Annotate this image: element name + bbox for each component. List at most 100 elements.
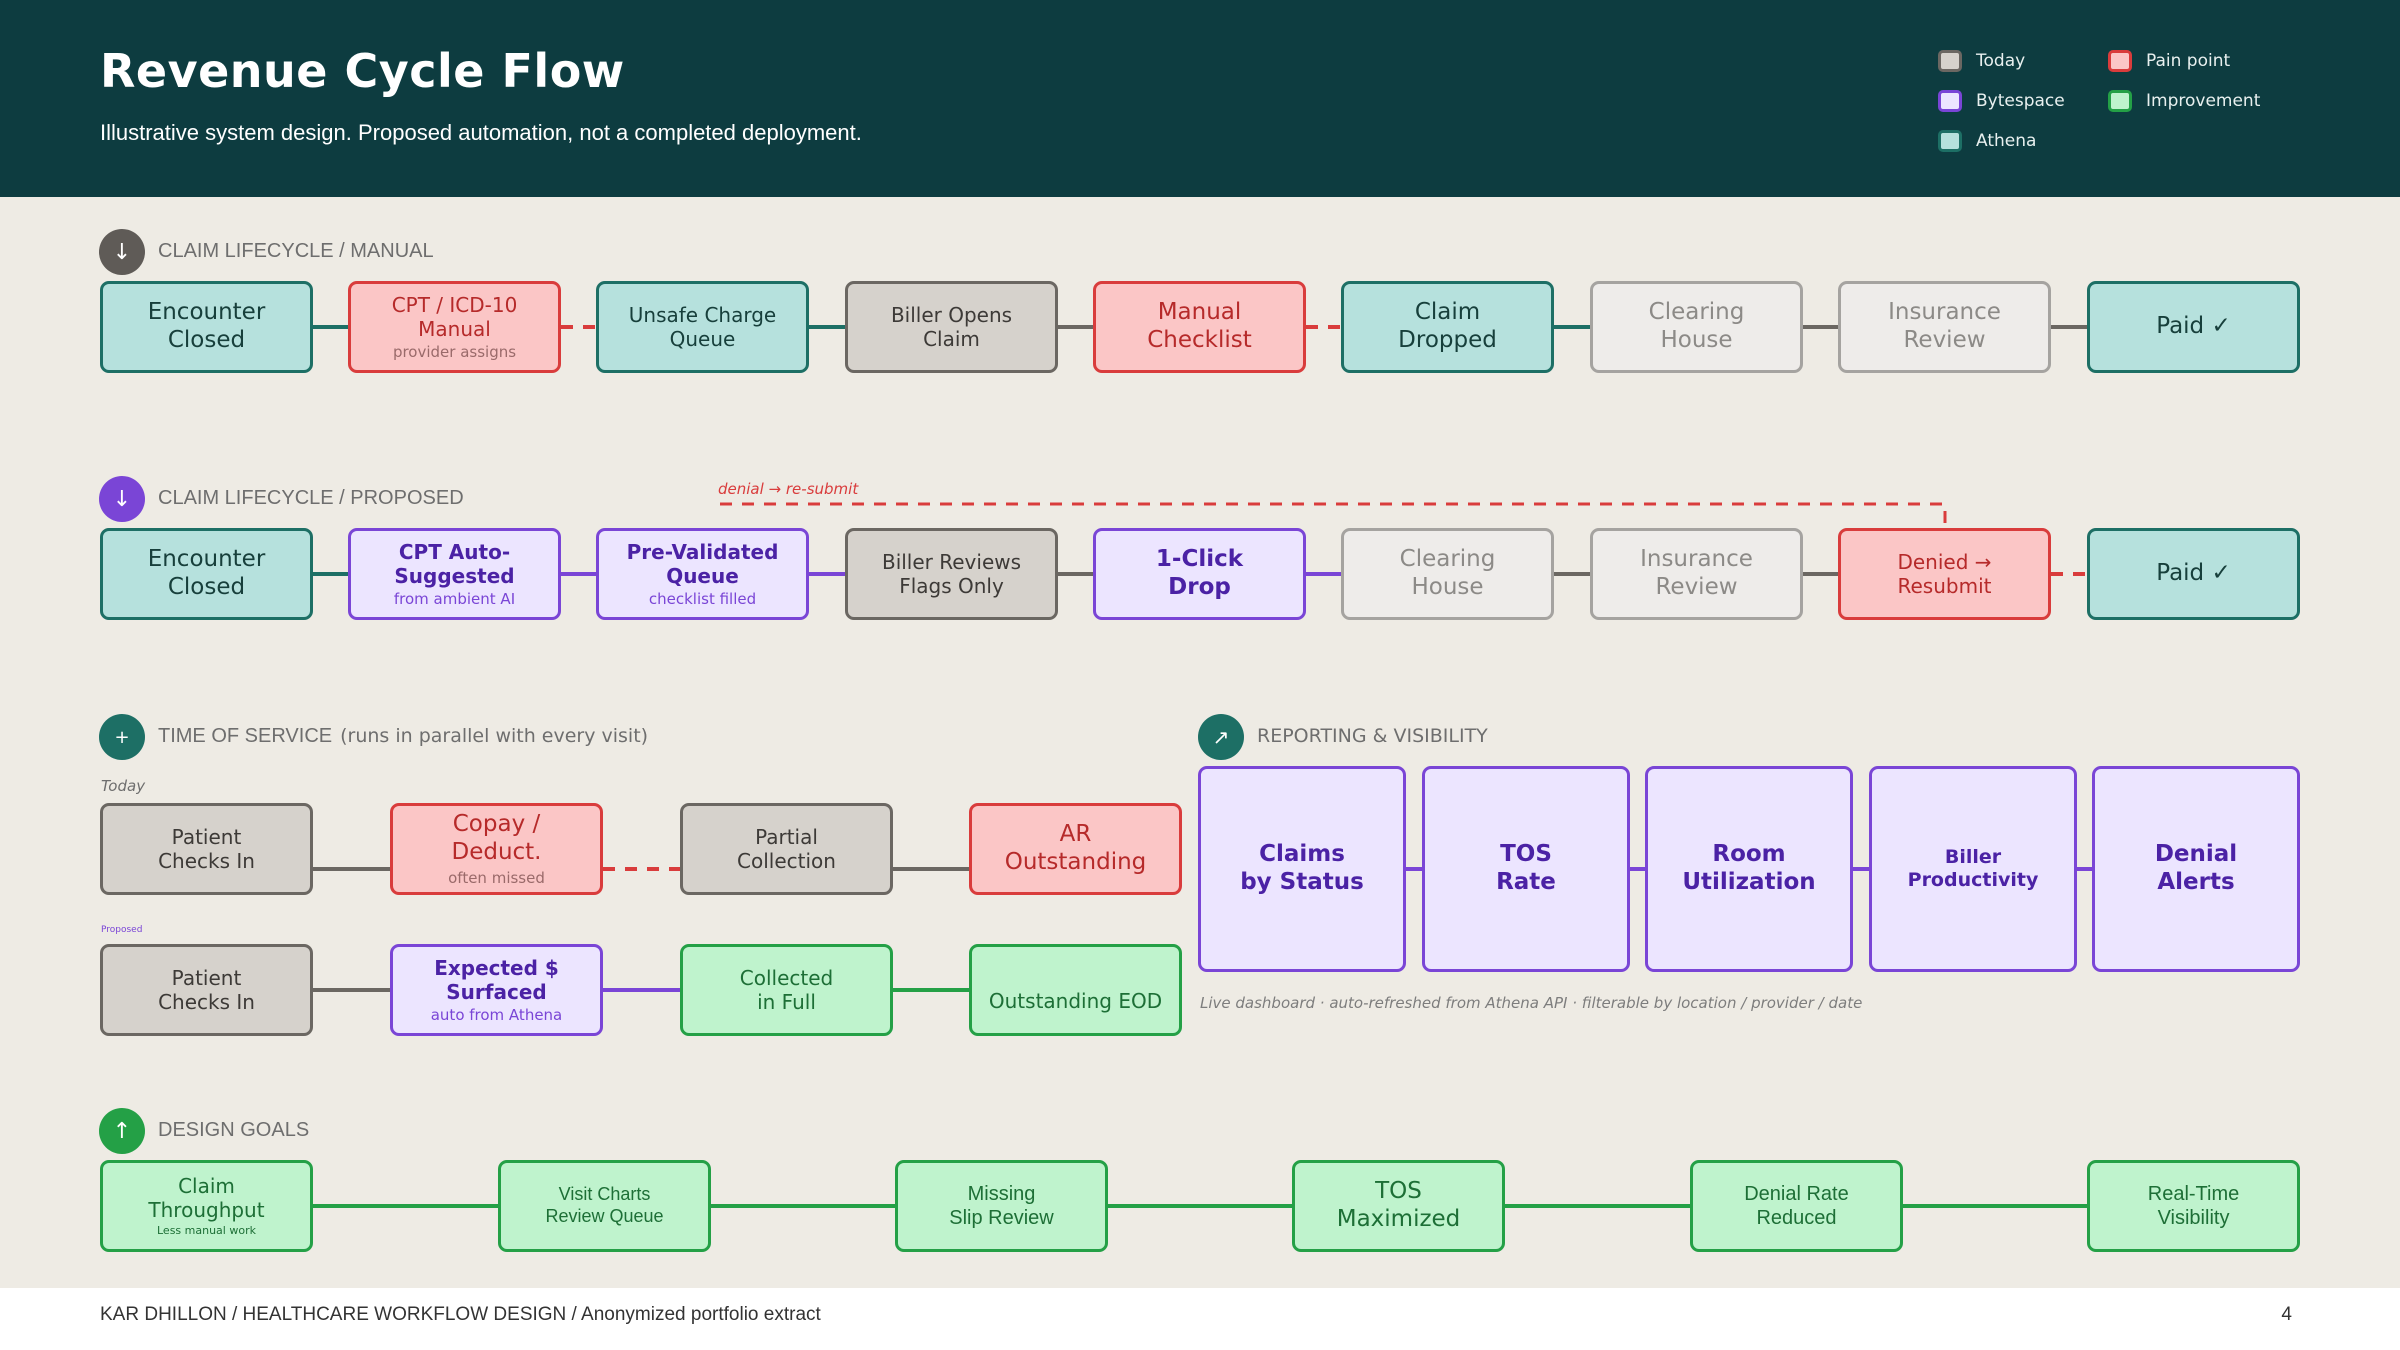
tile-line-1: Claims bbox=[1259, 841, 1345, 868]
header-bar: Revenue Cycle Flow Illustrative system d… bbox=[0, 0, 2400, 197]
legend-item-improvement: Improvement bbox=[2108, 86, 2260, 116]
down-arrow-icon: ↓ bbox=[99, 476, 145, 522]
footer-bar: KAR DHILLON / HEALTHCARE WORKFLOW DESIGN… bbox=[0, 1288, 2400, 1350]
section-label-design-goals: DESIGN GOALS bbox=[158, 1119, 310, 1141]
node-line-2: Closed bbox=[167, 574, 246, 600]
tile-line-2: by Status bbox=[1240, 869, 1364, 895]
flow-node-ar-outstanding: AR Outstanding bbox=[969, 803, 1182, 895]
flow-node-encounter-closed: Encounter Closed bbox=[100, 281, 313, 373]
flow-node-expected-surfaced: Expected $ Surfaced auto from Athena bbox=[390, 944, 603, 1036]
node-line-1: Patient bbox=[171, 825, 242, 849]
node-line-2: Outstanding bbox=[1004, 849, 1147, 875]
report-tile-tos-rate[interactable]: TOS Rate bbox=[1422, 766, 1630, 972]
node-line-1: Patient bbox=[171, 966, 242, 990]
node-line-1: Manual bbox=[1157, 299, 1242, 326]
report-tile-denial-alerts[interactable]: Denial Alerts bbox=[2092, 766, 2300, 972]
goal-line-1: Missing bbox=[967, 1183, 1036, 1205]
flow-node-claim-dropped: Claim Dropped bbox=[1341, 281, 1554, 373]
node-line-2: Closed bbox=[167, 327, 246, 353]
goal-line-1: Claim bbox=[178, 1174, 235, 1199]
flow-node-insurance-review: Insurance Review bbox=[1590, 528, 1803, 620]
flow-node-pre-validated-queue: Pre-Validated Queue checklist filled bbox=[596, 528, 809, 620]
goal-line-1: Denial Rate bbox=[1744, 1183, 1849, 1205]
tile-line-2: Alerts bbox=[2157, 869, 2235, 895]
node-line-1: Unsafe Charge bbox=[628, 303, 777, 327]
page-subtitle: Illustrative system design. Proposed aut… bbox=[100, 120, 862, 145]
denial-resubmit-label: denial → re-submit bbox=[718, 480, 859, 498]
node-line-2: in Full bbox=[757, 990, 816, 1014]
section-label-proposed: CLAIM LIFECYCLE / PROPOSED bbox=[158, 487, 464, 509]
legend-label: Bytespace bbox=[1976, 91, 2065, 111]
node-line-2: House bbox=[1660, 327, 1733, 353]
node-line-1: 1-Click bbox=[1155, 546, 1244, 573]
node-line-2: Resubmit bbox=[1897, 574, 1992, 598]
flow-node-clearing-house: Clearing House bbox=[1341, 528, 1554, 620]
node-line-2: Review bbox=[1655, 574, 1738, 600]
node-line-1: Copay / bbox=[452, 811, 541, 838]
node-line-2: Checks In bbox=[158, 990, 255, 1014]
node-line-2: Collection bbox=[737, 849, 836, 873]
legend-swatch-today bbox=[1938, 50, 1962, 72]
flow-node-paid: Paid ✓ bbox=[2087, 528, 2300, 620]
goal-line-1: Visit Charts bbox=[558, 1184, 651, 1205]
goal-tos-maximized: TOS Maximized bbox=[1292, 1160, 1505, 1252]
flow-node-cpt-auto-suggested: CPT Auto- Suggested from ambient AI bbox=[348, 528, 561, 620]
tile-line-1: Denial bbox=[2154, 841, 2238, 868]
legend-swatch-pain-point bbox=[2108, 50, 2132, 72]
node-line-1: Encounter bbox=[147, 546, 266, 573]
node-line-1: Clearing bbox=[1399, 546, 1496, 573]
node-sub: checklist filled bbox=[648, 590, 757, 608]
flow-node-patient-checks-in: Patient Checks In bbox=[100, 803, 313, 895]
report-tile-biller-productivity[interactable]: Biller Productivity bbox=[1869, 766, 2077, 972]
node-line-2: Queue bbox=[669, 327, 736, 351]
node-line-1: Denied → bbox=[1897, 550, 1992, 574]
down-arrow-icon: ↓ bbox=[99, 229, 145, 275]
goal-line-2: Maximized bbox=[1336, 1206, 1461, 1232]
goal-line-2: Reduced bbox=[1756, 1207, 1837, 1229]
node-sub: auto from Athena bbox=[430, 1006, 563, 1024]
node-line-2: Dropped bbox=[1398, 327, 1497, 353]
legend-label: Athena bbox=[1976, 131, 2037, 151]
flow-node-biller-opens-claim: Biller Opens Claim bbox=[845, 281, 1058, 373]
flow-node-collected-in-full: Collected in Full bbox=[680, 944, 893, 1036]
node-line-1: Insurance bbox=[1888, 299, 2001, 326]
node-line-1: Outstanding EOD bbox=[988, 989, 1163, 1013]
goal-sub: Less manual work bbox=[157, 1224, 256, 1238]
report-tile-claims-by-status[interactable]: Claims by Status bbox=[1198, 766, 1406, 972]
node-line-2: Checklist bbox=[1147, 327, 1252, 353]
node-line-2: Suggested bbox=[394, 564, 515, 588]
node-line-2: House bbox=[1411, 574, 1484, 600]
node-line-2: Deduct. bbox=[451, 839, 542, 865]
legend-label: Today bbox=[1976, 51, 2026, 71]
legend-label: Pain point bbox=[2146, 51, 2231, 71]
node-line-2: Review bbox=[1903, 327, 1986, 353]
legend-item-athena: Athena bbox=[1938, 126, 2036, 156]
flow-node-outstanding-eod: Outstanding EOD bbox=[969, 944, 1182, 1036]
reporting-caption: Live dashboard · auto-refreshed from Ath… bbox=[1200, 994, 1863, 1012]
tile-line-2: Utilization bbox=[1682, 869, 1816, 895]
flow-node-manual-checklist: Manual Checklist bbox=[1093, 281, 1306, 373]
node-line-1: Encounter bbox=[147, 299, 266, 326]
legend-label: Improvement bbox=[2146, 91, 2261, 111]
flow-node-denied-resubmit: Denied → Resubmit bbox=[1838, 528, 2051, 620]
section-label-time-of-service: TIME OF SERVICE (runs in parallel with ev… bbox=[158, 725, 648, 748]
goal-line-2: Throughput bbox=[148, 1198, 265, 1223]
report-tile-room-utilization[interactable]: Room Utilization bbox=[1645, 766, 1853, 972]
section-title: TIME OF SERVICE bbox=[158, 725, 333, 747]
node-line-1: Pre-Validated bbox=[626, 540, 779, 564]
goal-line-1: TOS bbox=[1375, 1178, 1422, 1205]
legend-swatch-athena bbox=[1938, 130, 1962, 152]
flow-node-patient-checks-in: Patient Checks In bbox=[100, 944, 313, 1036]
node-line-2: Surfaced bbox=[446, 980, 547, 1004]
row-label-today: Today bbox=[101, 777, 146, 795]
tile-line-2: Productivity bbox=[1907, 869, 2039, 891]
flow-node-biller-reviews-flags: Biller Reviews Flags Only bbox=[845, 528, 1058, 620]
goal-visit-charts-review: Visit Charts Review Queue bbox=[498, 1160, 711, 1252]
section-note: (runs in parallel with every visit) bbox=[340, 725, 649, 747]
page-title: Revenue Cycle Flow bbox=[100, 44, 625, 98]
flow-node-unsafe-charge-queue: Unsafe Charge Queue bbox=[596, 281, 809, 373]
flow-node-partial-collection: Partial Collection bbox=[680, 803, 893, 895]
node-line-2: Claim bbox=[923, 327, 980, 351]
legend-item-pain-point: Pain point bbox=[2108, 46, 2230, 76]
